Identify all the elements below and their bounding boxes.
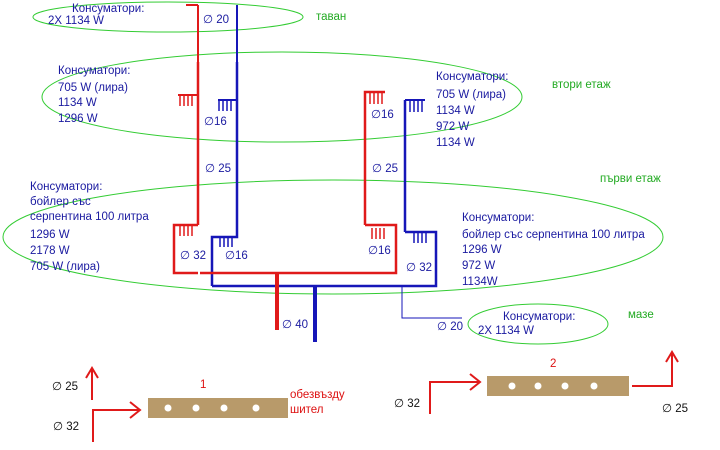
manifold-2-arrow-down <box>632 350 679 387</box>
attic-zone-label: таван <box>316 11 346 23</box>
ff-left-supply-comb <box>179 225 193 236</box>
sf-right-line-1: 705 W (лира) <box>436 89 506 101</box>
attic-pipe-label: ∅ 20 <box>203 14 229 26</box>
basement-pipe <box>401 286 462 319</box>
manifold-1-arrow-in <box>92 401 142 442</box>
manifold-1-number: 1 <box>200 379 206 391</box>
ff-zone-label: първи етаж <box>600 173 661 185</box>
ff-right-supply-loop <box>200 223 398 275</box>
sf-right-line-3: 972 W <box>436 121 469 133</box>
ff-right-return-pipe-label: ∅ 32 <box>406 262 432 274</box>
sf-zone-label: втори етаж <box>552 79 611 91</box>
ff-right-return-comb <box>413 232 427 243</box>
sf-left-supply-comb <box>179 95 193 106</box>
manifold-1-ports <box>164 404 260 412</box>
manifold-2-label-in: ∅ 32 <box>394 398 420 410</box>
riser-left-pipe-label: ∅ 25 <box>205 163 231 175</box>
attic-consumers-title: Консуматори: <box>72 3 144 15</box>
ff-right-line-3: 972 W <box>462 260 495 272</box>
ff-right-line-2: 1296 W <box>462 244 502 256</box>
riser-right-pipe-label: ∅ 25 <box>372 163 398 175</box>
ff-right-supply-comb <box>371 228 385 239</box>
sf-left-consumers-title: Консуматори: <box>58 65 130 77</box>
sf-right-supply-comb <box>369 92 383 104</box>
zone-second-floor-ellipse <box>41 51 523 143</box>
ff-left-consumers-title: Консуматори: <box>30 181 102 193</box>
basement-consumer-line: 2X 1134 W <box>478 325 534 337</box>
zone-basement-ellipse <box>467 303 609 345</box>
sf-right-return-comb <box>409 100 423 112</box>
manifold-2-ports <box>508 382 598 390</box>
sf-left-pipe-label: ∅16 <box>204 116 227 128</box>
sf-right-line-2: 1134 W <box>436 105 475 117</box>
basement-zone-label: мазе <box>628 309 654 321</box>
ff-left-supply-pipe-label: ∅ 32 <box>180 250 206 262</box>
ff-right-supply-pipe-label: ∅16 <box>368 245 391 257</box>
manifold-1-label-in: ∅ 32 <box>53 421 79 433</box>
manifold-1-note-line-1: обезвъзду <box>290 389 345 401</box>
ff-left-line-4: 2178 W <box>30 245 70 257</box>
manifold-1-arrow-up <box>85 366 99 400</box>
ff-right-return-loop <box>212 230 438 288</box>
sf-left-line-3: 1296 W <box>58 113 98 125</box>
ff-right-consumers-title: Консуматори: <box>462 212 534 224</box>
attic-consumer-line: 2X 1134 W <box>48 15 104 27</box>
manifold-2-label-down: ∅ 25 <box>662 403 688 415</box>
manifold-2-body <box>487 376 629 396</box>
sf-left-return-comb <box>218 100 232 111</box>
ff-left-return-comb <box>219 237 233 247</box>
main-pipe-label: ∅ 40 <box>282 319 308 331</box>
ff-left-return-pipe-label: ∅16 <box>225 250 248 262</box>
manifold-2-number: 2 <box>550 358 556 370</box>
sf-left-line-1: 705 W (лира) <box>58 82 128 94</box>
zone-attic-ellipse <box>32 1 304 33</box>
manifold-1-label-up: ∅ 25 <box>52 381 78 393</box>
sf-right-consumers-title: Консуматори: <box>436 71 508 83</box>
ff-right-line-1: бойлер със серпентина 100 литра <box>462 229 645 241</box>
manifold-1-body <box>148 398 288 418</box>
ff-left-line-1: бойлер със <box>30 196 91 208</box>
ff-left-line-5: 705 W (лира) <box>30 261 100 273</box>
sf-right-line-4: 1134 W <box>436 137 475 149</box>
ff-left-line-3: 1296 W <box>30 229 70 241</box>
manifold-2-arrow-in <box>429 373 482 414</box>
ff-left-line-2: серпентина 100 литра <box>30 211 149 223</box>
sf-right-pipe-label: ∅16 <box>371 109 394 121</box>
basement-consumers-title: Консуматори: <box>503 311 575 323</box>
basement-pipe-label: ∅ 20 <box>437 321 463 333</box>
ff-right-line-4: 1134W <box>462 276 498 288</box>
sf-left-line-2: 1134 W <box>58 97 97 109</box>
manifold-1-note-line-2: шител <box>290 404 324 416</box>
zone-first-floor-ellipse <box>2 179 664 295</box>
ff-left-supply-loop <box>172 223 198 275</box>
